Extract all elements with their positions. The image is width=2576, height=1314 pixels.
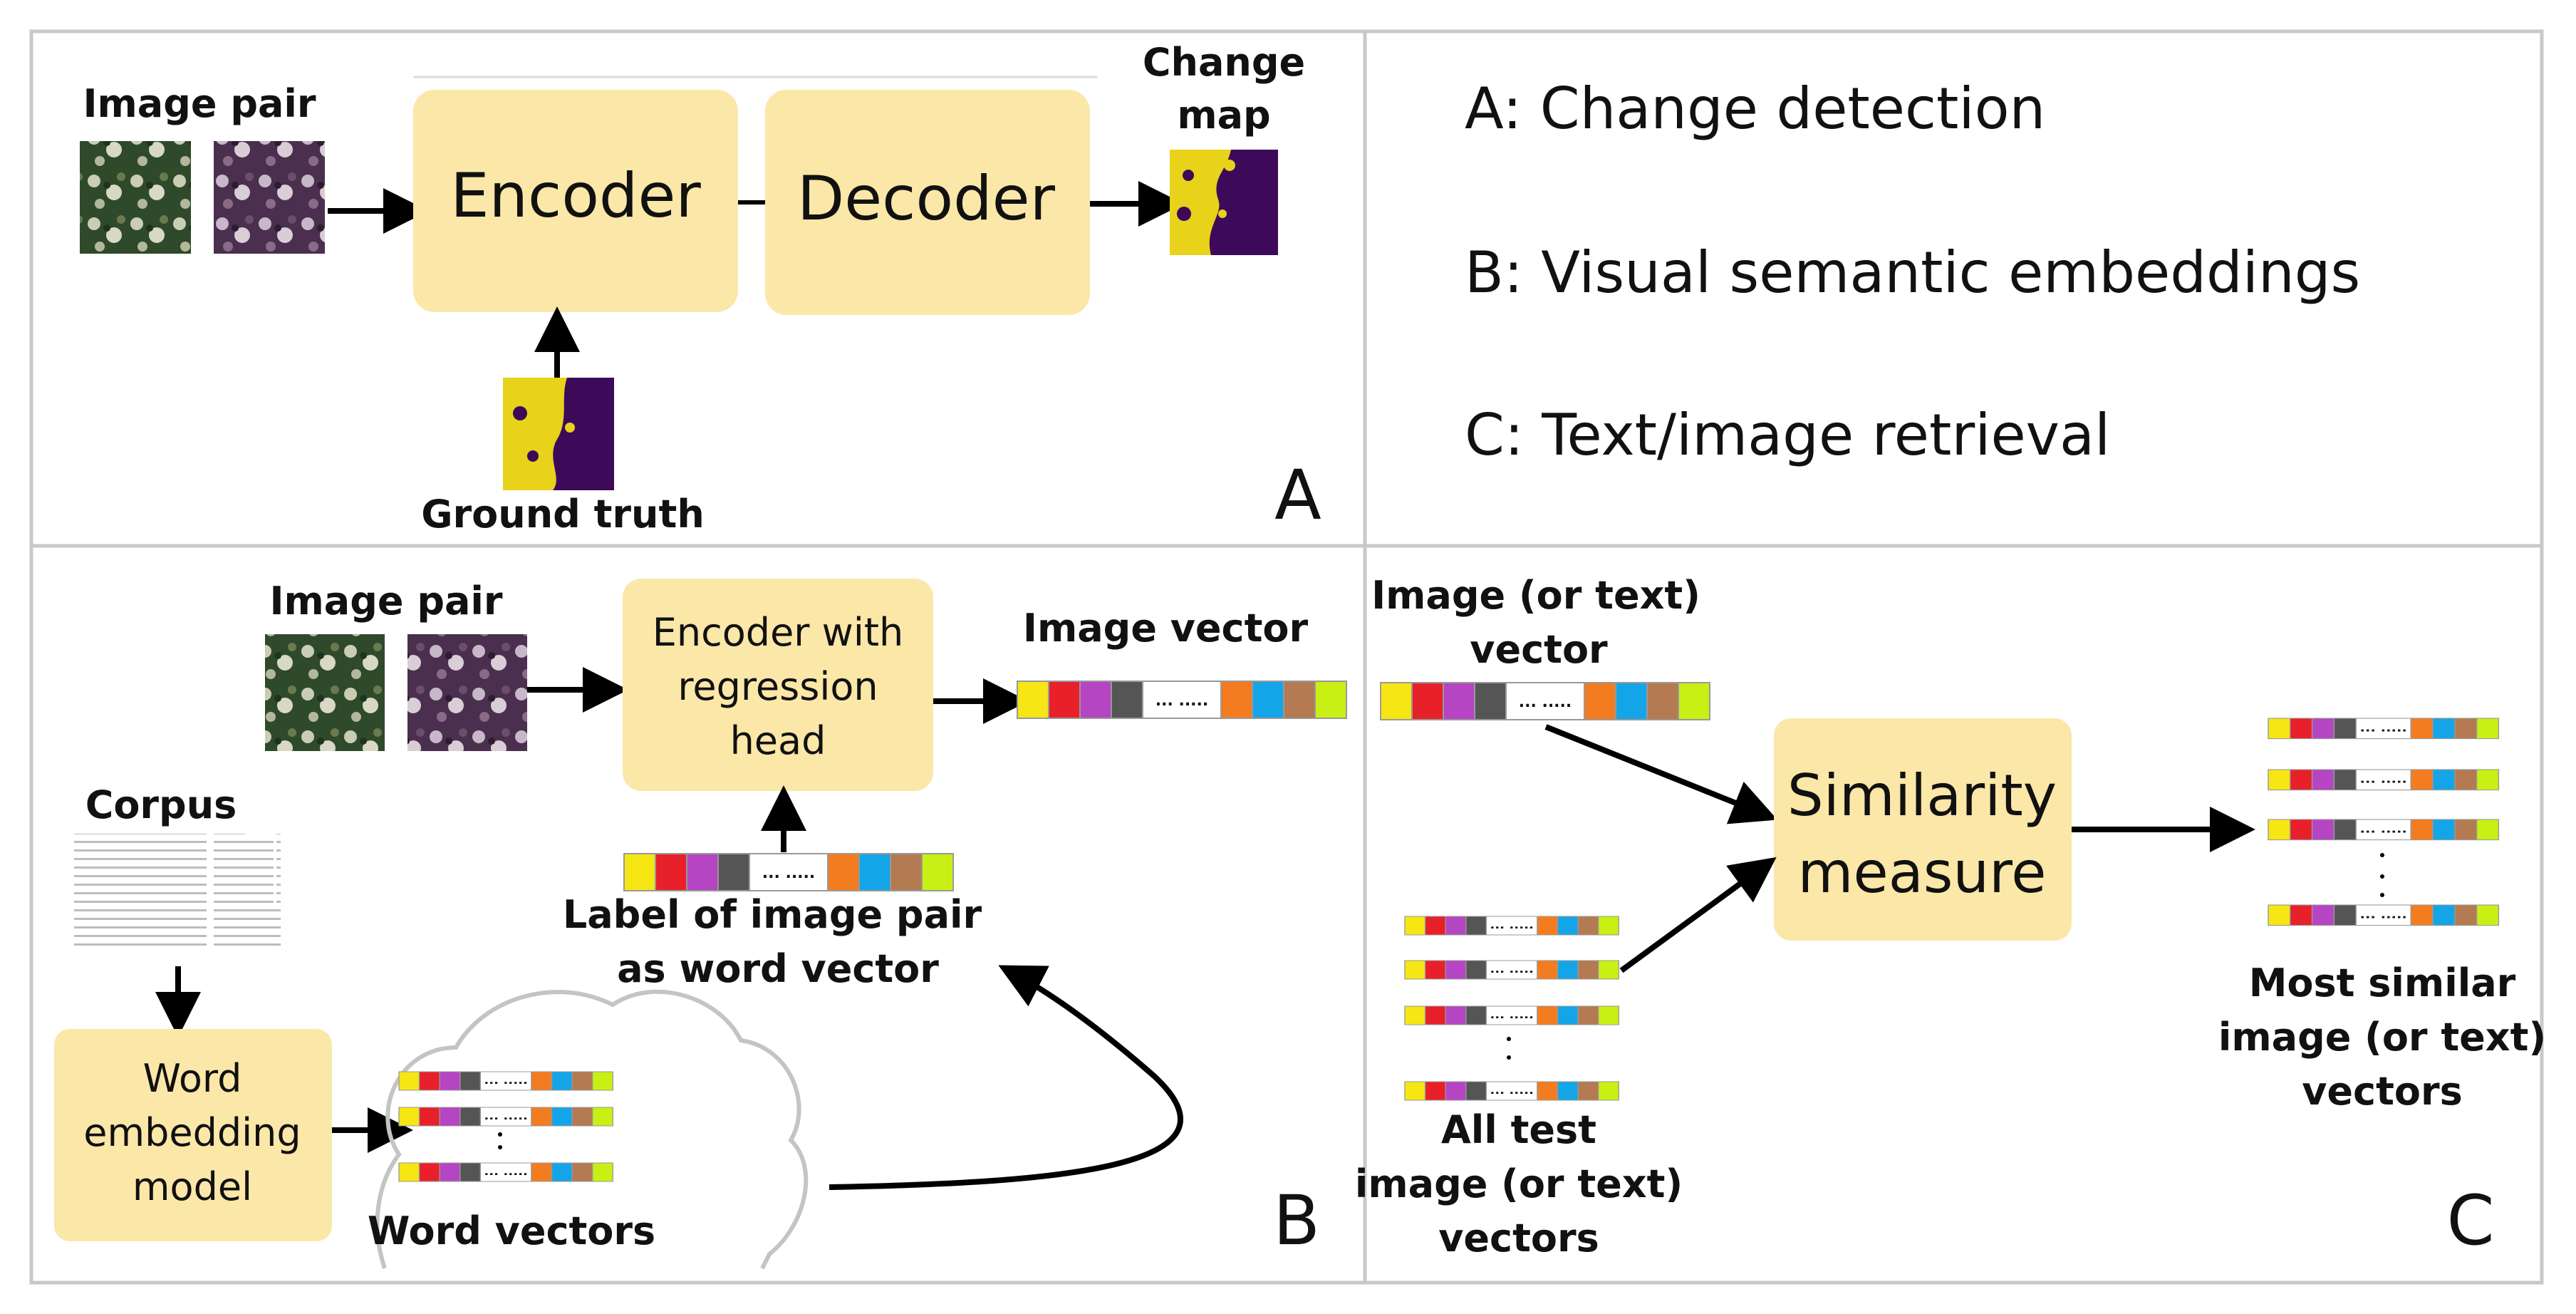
similarity-line2: measure — [1798, 839, 2047, 906]
ground-truth-label: Ground truth — [421, 492, 705, 537]
test-vector-1: ... ..... — [1404, 916, 1619, 936]
svg-text:... .....: ... ..... — [1490, 1085, 1534, 1096]
tests-to-similarity-arrow — [1619, 857, 1777, 973]
decoder-box — [765, 90, 1090, 315]
svg-text:... .....: ... ..... — [2360, 774, 2407, 786]
results-line1: Most similar — [2249, 961, 2516, 1005]
svg-text:... .....: ... ..... — [2360, 723, 2407, 735]
svg-text:... .....: ... ..... — [1490, 1009, 1534, 1020]
image-vector-ellipsis: ... ..... — [1155, 692, 1209, 710]
legend-item-c: C: Text/image retrieval — [1465, 402, 2110, 468]
regression-encoder-line2: regression — [677, 664, 878, 709]
test-vector-dot-2 — [1507, 1055, 1511, 1060]
result-vector-1: ... ..... — [2268, 718, 2500, 740]
panel-b-image-t1 — [265, 634, 385, 751]
results-line3: vectors — [2302, 1069, 2463, 1114]
panel-b-letter: B — [1273, 1181, 1320, 1261]
ground-truth-image — [503, 378, 614, 490]
result-vector-dot-1 — [2380, 853, 2384, 857]
panel-a-image-pair-label: Image pair — [83, 81, 316, 126]
word-vectors-to-label-arrow — [829, 965, 1183, 1190]
svg-text:... .....: ... ..... — [484, 1166, 528, 1177]
result-vector-3: ... ..... — [2268, 819, 2500, 841]
test-vector-4: ... ..... — [1404, 1081, 1619, 1101]
image-vector: ... ..... — [1017, 681, 1347, 719]
regression-encoder-box — [623, 579, 933, 791]
similarity-measure-box — [1774, 718, 2072, 941]
test-vectors-line3: vectors — [1438, 1216, 1599, 1261]
test-vector-2: ... ..... — [1404, 960, 1619, 980]
corpus-label: Corpus — [85, 782, 237, 827]
legend-item-a: A: Change detection — [1465, 76, 2045, 142]
result-vector-2: ... ..... — [2268, 769, 2500, 791]
query-vector-line2: vector — [1470, 627, 1608, 672]
word-vector-dot-2 — [498, 1145, 502, 1149]
word-vector-3: ... ..... — [398, 1162, 613, 1182]
svg-text:... .....: ... ..... — [1519, 693, 1572, 711]
result-vector-4: ... ..... — [2268, 904, 2500, 926]
panel-b-image-t2 — [407, 634, 527, 751]
change-map-image — [1170, 150, 1278, 255]
encoder-box — [413, 90, 738, 312]
panel-c-border — [1363, 544, 2544, 1285]
panel-a-image-t2 — [214, 141, 325, 254]
change-map-label-line2: map — [1177, 93, 1270, 138]
label-vector-line1: Label of image pair — [563, 892, 982, 937]
regression-encoder-line1: Encoder with — [653, 610, 904, 655]
word-vector-dot-1 — [498, 1132, 502, 1137]
svg-text:... .....: ... ..... — [484, 1075, 528, 1086]
svg-text:... .....: ... ..... — [1490, 919, 1534, 931]
similarity-line1: Similarity — [1787, 762, 2057, 829]
word-embedding-model-box — [54, 1029, 332, 1241]
panel-a-letter: A — [1274, 455, 1321, 535]
svg-text:... .....: ... ..... — [2360, 824, 2407, 836]
image-vector-label: Image vector — [1023, 606, 1309, 651]
label-vector: ... ..... — [623, 853, 954, 891]
word-model-line3: model — [133, 1164, 252, 1209]
word-model-line1: Word — [143, 1056, 242, 1101]
panel-a-image-t1 — [80, 141, 191, 254]
query-vector: ... ..... — [1380, 682, 1710, 720]
test-vectors-line2: image (or text) — [1355, 1162, 1683, 1206]
decoder-label: Decoder — [797, 163, 1056, 234]
query-vector-line1: Image (or text) — [1371, 573, 1700, 618]
regression-encoder-line3: head — [730, 718, 826, 763]
result-vector-dot-3 — [2380, 893, 2384, 897]
svg-text:... .....: ... ..... — [484, 1110, 528, 1122]
query-to-similarity-arrow — [1544, 724, 1778, 824]
test-vector-3: ... ..... — [1404, 1005, 1619, 1025]
label-vector-line2: as word vector — [617, 946, 939, 991]
legend-item-b: B: Visual semantic embeddings — [1465, 239, 2360, 306]
change-map-label-line1: Change — [1143, 40, 1305, 85]
test-vector-dot-1 — [1507, 1037, 1511, 1041]
result-vector-dot-2 — [2380, 874, 2384, 879]
word-vector-1: ... ..... — [398, 1071, 613, 1091]
word-vectors-label: Word vectors — [368, 1209, 655, 1253]
corpus-document — [74, 834, 281, 948]
encoder-label: Encoder — [450, 160, 701, 232]
word-vector-2: ... ..... — [398, 1107, 613, 1127]
svg-text:... .....: ... ..... — [2360, 909, 2407, 921]
results-line2: image (or text) — [2218, 1015, 2546, 1060]
word-vectors-cloud — [375, 989, 809, 1270]
panel-c-letter: C — [2446, 1181, 2494, 1261]
label-vector-ellipsis: ... ..... — [762, 864, 816, 882]
word-model-line2: embedding — [83, 1110, 301, 1155]
test-vectors-line1: All test — [1441, 1107, 1596, 1152]
panel-b-image-pair-label: Image pair — [269, 579, 502, 624]
svg-text:... .....: ... ..... — [1490, 963, 1534, 975]
